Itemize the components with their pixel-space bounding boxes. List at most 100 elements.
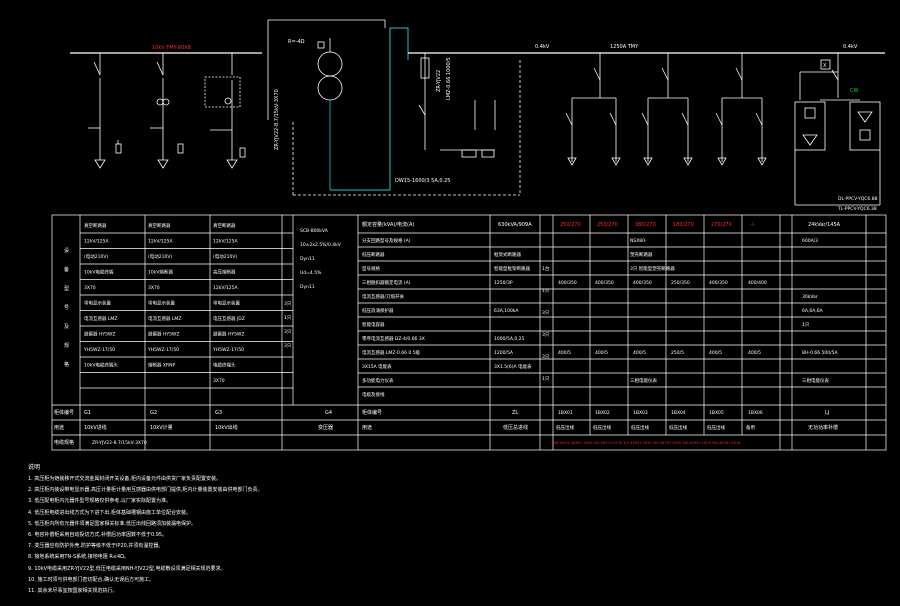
header-red-value: 380/270 <box>635 222 656 228</box>
left-col2-item: 带电显示装置 <box>148 300 175 307</box>
left-use-g2: 10kV计量 <box>150 424 173 431</box>
rated-capacity-value: 630kVA/909A <box>498 222 532 228</box>
right-row-label: 型号规格 <box>362 265 380 272</box>
left-col3-item: 带电显示装置 <box>213 300 240 307</box>
right-unit: 3只 <box>542 332 550 338</box>
right-row-main: 1200/5A <box>494 350 514 356</box>
right-use-val: 低压出线 <box>556 424 574 431</box>
side-label-char: 格 <box>64 361 69 368</box>
left-col1-item: 10kV电缆终端 <box>84 269 114 276</box>
left-name-g1: G1 <box>84 410 91 416</box>
transformer-spec: 10±2x2.5%/0.4kV <box>300 242 342 248</box>
lv-breaker-label: DW15-1600/3 5A,0.25 <box>395 178 450 184</box>
right-row-right: 6A,6A,6A <box>802 308 824 314</box>
left-col1-item: 带电显示装置 <box>84 300 111 307</box>
right-row-label: 电流互感器 LMZ-0.66 0.5级 <box>362 349 421 356</box>
feeder1-earth-icon <box>94 159 106 169</box>
capacitor-x-box <box>820 59 831 70</box>
left-col1-item: 10kV电缆终端头 <box>84 362 118 369</box>
right-name-row-label: 柜体编号 <box>362 409 382 416</box>
left-col2-item: 熔断器 XRNP <box>148 362 176 369</box>
left-col2-item: 真空断路器 <box>148 222 171 229</box>
right-row-span: NSX80- <box>630 238 647 244</box>
left-col1-item: 3X70 <box>84 285 96 291</box>
left-use-g4: 变压器 <box>318 424 333 431</box>
right-use-main: 低压总进线 <box>503 424 528 431</box>
left-name-g2: G2 <box>150 410 157 416</box>
lv-bus-rating-label: 1250A TMY <box>610 44 639 50</box>
right-row-val: 400/5 <box>558 350 571 356</box>
right-use-row-label: 用途 <box>362 424 372 431</box>
left-col1-item: 避雷器 HY5WZ <box>84 331 115 338</box>
right-row-right: 三相电能仪表 <box>802 377 829 384</box>
right-row-span: 3只 智能型塑壳断路器 <box>630 265 675 272</box>
right-unit: 1台 <box>542 265 550 272</box>
right-row-span: 三相电能仪表 <box>630 377 657 384</box>
header-red-value: 180/270 <box>673 222 694 228</box>
left-col3-item: YH5WZ-17/50 <box>212 347 244 353</box>
transformer-spec: SCB-800kVA <box>300 228 329 234</box>
left-name-g3: G3 <box>215 410 222 416</box>
right-name-val: 1BX05 <box>709 410 724 416</box>
right-row-label: 多功能电力仪表 <box>362 377 394 384</box>
right-name-val: 1BX02 <box>595 410 610 416</box>
red-cable-note: NH-YJV22-4X95+1X50 YJV-4X70+1X35 YJV-4X9… <box>553 441 741 445</box>
feeder3-earth-icon <box>226 159 238 169</box>
left-use-g1: 10kV进线 <box>84 424 107 431</box>
note-item: 5. 低压柜内所有元器件须满足国家相关标准,低压出线回路须加装漏电保护。 <box>28 520 196 527</box>
note-item: 2. 高压柜内装设带电显示器,高压计量柜计量用互感器由供电部门提供,柜内计量装置… <box>28 487 263 494</box>
left-col3-item: (电动210V) <box>213 253 237 260</box>
transformer-lv-winding <box>317 75 343 101</box>
note-item: 10. 施工时须与供电部门密切配合,确认无误后方可施工。 <box>28 576 155 583</box>
right-row-main: 1250/3P <box>494 280 513 286</box>
ct-label: LMZ-0.66 1000/5 <box>446 57 452 100</box>
right-row-val: 400/400 <box>748 280 767 286</box>
right-row-val: 400/5 <box>748 350 761 356</box>
header-red-value: -/- <box>750 222 755 228</box>
right-unit: 1只 <box>542 376 550 382</box>
left-col2-item: YH5WZ-17/50 <box>147 347 179 353</box>
left-table-cols: 真空断路器 12kV/125A (电动210V) 10kV电缆终端 3X70 带电显示装置… <box>83 222 342 384</box>
header-red-value: 270/270 <box>711 222 732 228</box>
hv-bus-label: 10kV TMY-80X8 <box>152 45 191 51</box>
right-row-val: 400/5 <box>709 350 722 356</box>
header-red-value: 250/270 <box>560 222 581 228</box>
left-cable-row-label: 电缆规格 <box>54 439 74 446</box>
left-use-row-label: 用途 <box>54 424 64 431</box>
right-row-right: 1只 <box>802 322 810 328</box>
right-use-val: 备用 <box>746 424 755 431</box>
right-row-label: 电缆及接线 <box>362 391 385 398</box>
right-row-right: 600A/3 <box>802 238 818 244</box>
right-unit: 3只 <box>542 310 550 316</box>
right-unit: 3只 <box>542 354 550 360</box>
left-col2-item: 电流互感器 LMZ <box>148 315 181 322</box>
right-use-val: 低压出线 <box>669 424 687 431</box>
note-item: 7. 变压器应有防护外壳,防护等级不低于IP20,并须有温控器。 <box>28 543 164 550</box>
right-use-values: 低压出线低压出线低压出线低压出线低压出线备用 <box>556 424 755 431</box>
right-row-main: 智能型框架断路器 <box>494 265 530 272</box>
transformer-spec: Dyn11 <box>300 256 315 262</box>
note-item: 6. 电容补偿柜采用自动投切方式,补偿后功率因数不低于0.95。 <box>28 532 168 539</box>
right-use-comp: 无功功率补偿 <box>808 424 838 431</box>
green-icon: CW <box>850 88 858 94</box>
single-line-diagram: 10kV TMY-80X8 R=-4Ω 0.4kV 1250A TMY 0.4k… <box>51 19 887 451</box>
feeder2-earth-icon <box>157 159 169 169</box>
right-name-zl: ZL <box>512 410 518 416</box>
left-col2-item: 避雷器 HY5WZ <box>148 331 179 338</box>
right-use-val: 低压出线 <box>707 424 725 431</box>
rated-capacity-label: 额定容量(kVA)/电流(A) <box>362 221 414 228</box>
right-label-2: TL-PPCV-YQC6.38 <box>837 206 877 212</box>
left-unit: 3只 <box>284 329 292 335</box>
note-item: 1. 高压柜为铠装移开式交流金属封闭开关设备,柜内设备元件由供货厂家负责配置安装… <box>28 476 221 482</box>
left-name-row-label: 柜体编号 <box>54 409 74 416</box>
side-label-char: 设 <box>64 247 69 254</box>
left-col1-item: 12kV/125A <box>84 239 110 245</box>
right-row-val: 400/5 <box>633 350 646 356</box>
left-col1-item: (电动210V) <box>84 253 108 260</box>
side-label-char: 规 <box>64 342 69 349</box>
right-name-val: 1BX06 <box>748 410 763 416</box>
right-row-label: 低压浪涌保护器 <box>362 307 394 314</box>
